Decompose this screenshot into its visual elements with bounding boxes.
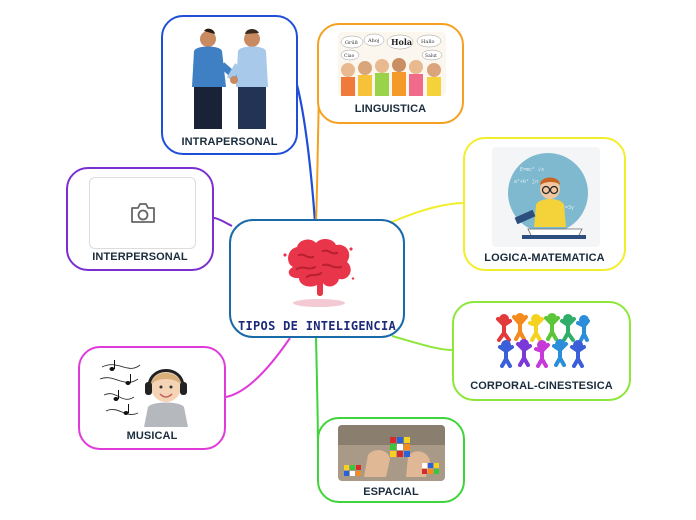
bubble-5: Ciao: [344, 53, 355, 59]
node-espacial[interactable]: ESPACIAL: [317, 417, 465, 503]
camera-icon: [131, 203, 155, 223]
svg-text:x=3y: x=3y: [562, 205, 574, 211]
node-logica-matematica[interactable]: E=mc² √x a²+b² ∑n x=3y LOGICA-MATEMATICA: [463, 137, 626, 271]
node-intrapersonal-label: INTRAPERSONAL: [181, 136, 278, 148]
bubble-2: Ahoj: [367, 38, 380, 44]
connector-intrapersonal: [295, 84, 317, 223]
svg-text:a²+b² ∑n: a²+b² ∑n: [514, 179, 538, 185]
brain-icon: [279, 233, 359, 309]
node-intrapersonal[interactable]: INTRAPERSONAL: [161, 15, 298, 155]
image-placeholder: [89, 177, 196, 249]
node-corporal-cinestesica[interactable]: CORPORAL-CINESTESICA: [452, 301, 631, 401]
rubik-cube-image: [338, 425, 445, 481]
node-interpersonal[interactable]: INTERPERSONAL: [66, 167, 214, 271]
bubble-4: Hallo: [421, 39, 435, 45]
connector-interpersonal: [213, 217, 233, 227]
node-interpersonal-label: INTERPERSONAL: [92, 251, 188, 263]
node-logica-label: LOGICA-MATEMATICA: [484, 252, 605, 264]
handshake-image: [184, 25, 276, 133]
node-musical-label: MUSICAL: [126, 430, 178, 442]
node-corporal-label: CORPORAL-CINESTESICA: [470, 380, 613, 392]
connector-musical: [225, 337, 291, 398]
connector-logica: [391, 202, 466, 223]
node-linguistica[interactable]: Grüß Ahoj Hola Hallo Ciao Salut LINGUIST…: [317, 23, 464, 124]
node-linguistica-label: LINGUISTICA: [354, 103, 427, 115]
central-topic[interactable]: TIPOS DE INTELIGENCIA: [229, 219, 405, 338]
connector-corporal: [391, 335, 454, 351]
svg-text:E=mc² √x: E=mc² √x: [520, 167, 544, 173]
node-musical[interactable]: MUSICAL: [78, 346, 226, 450]
dancers-image: [496, 313, 590, 369]
bubble-1: Grüß: [345, 40, 359, 46]
bubble-3: Hola: [391, 37, 412, 47]
bubble-6: Salut: [425, 53, 437, 59]
child-headphones-image: [98, 355, 198, 427]
central-title: TIPOS DE INTELIGENCIA: [237, 319, 397, 333]
student-math-image: E=mc² √x a²+b² ∑n x=3y: [492, 147, 600, 247]
people-greeting-image: Grüß Ahoj Hola Hallo Ciao Salut: [338, 32, 446, 96]
node-espacial-label: ESPACIAL: [363, 486, 419, 498]
